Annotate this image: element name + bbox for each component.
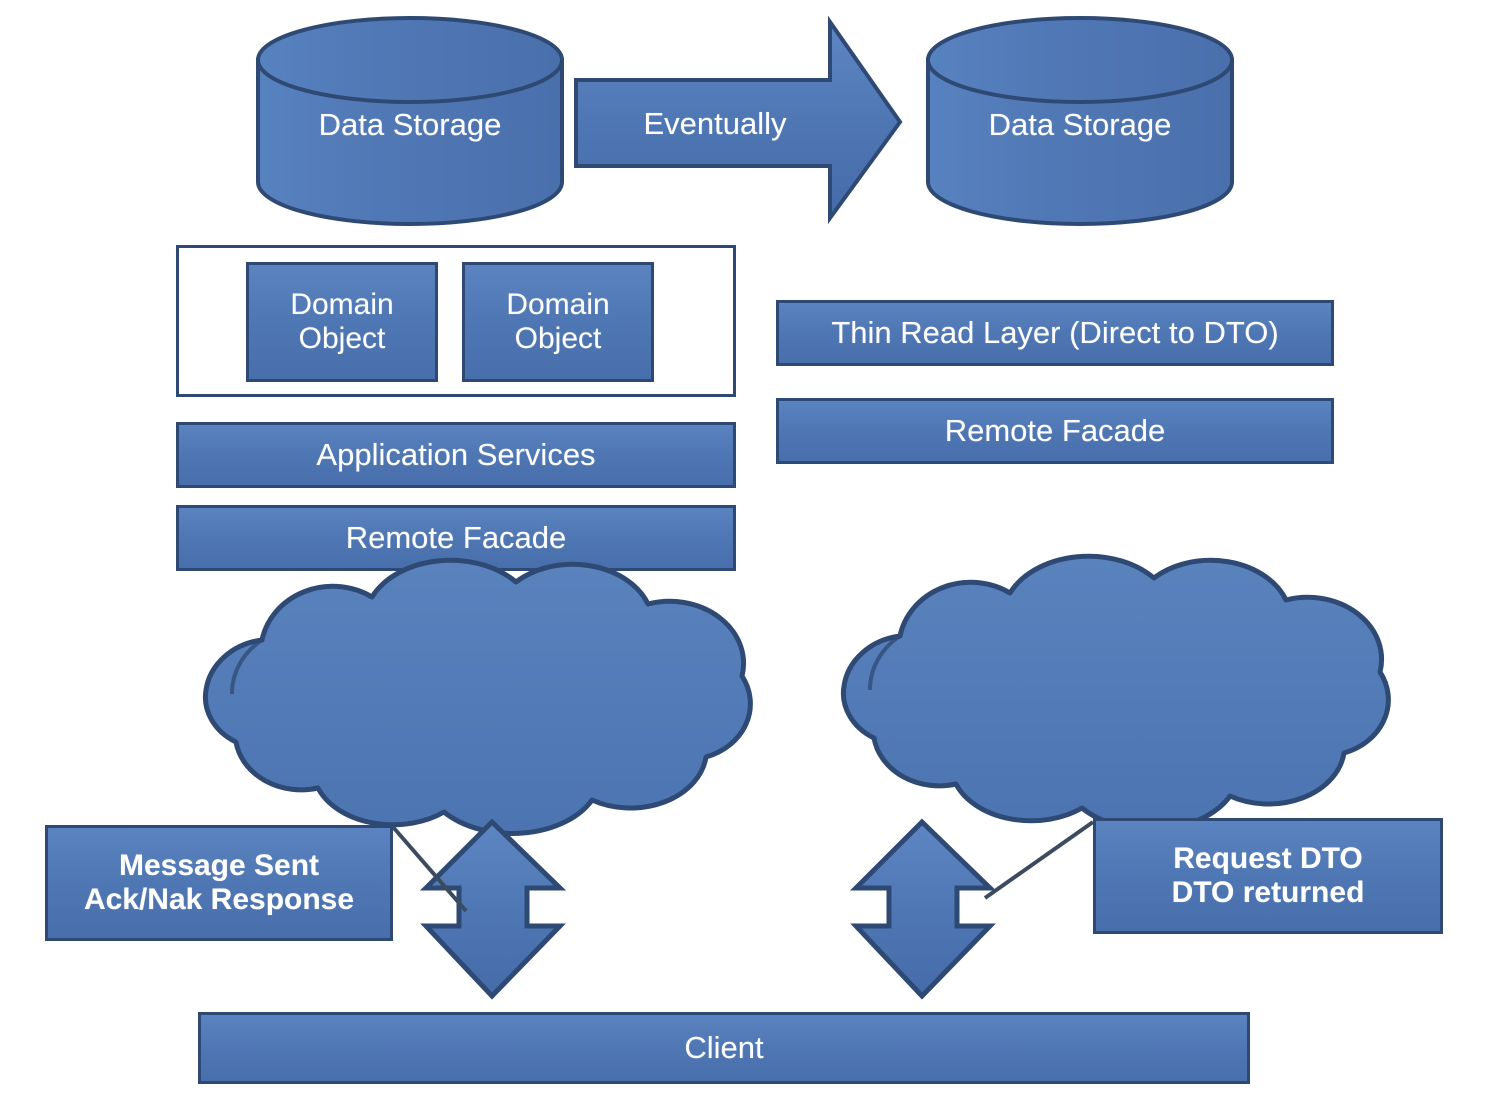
leader-line-left bbox=[391, 825, 468, 913]
right-arrow-icon bbox=[574, 15, 903, 225]
read-store-label: Data Storage bbox=[988, 107, 1172, 142]
read-callout-box[interactable]: Request DTO DTO returned bbox=[1093, 818, 1443, 934]
cloud-icon-right bbox=[840, 553, 1391, 832]
database-cylinder-icon-left bbox=[256, 16, 564, 226]
leader-line-right bbox=[983, 820, 1095, 900]
write-remote-facade-label: Remote Facade bbox=[345, 519, 567, 555]
write-store-label: Data Storage bbox=[318, 107, 502, 142]
thin-read-layer-bar[interactable]: Thin Read Layer (Direct to DTO) bbox=[776, 300, 1334, 366]
domain-object-label-1: Domain Object bbox=[290, 288, 394, 355]
client-bar[interactable]: Client bbox=[198, 1012, 1250, 1084]
write-callout-label: Message Sent Ack/Nak Response bbox=[83, 849, 355, 916]
cloud-icon-left bbox=[202, 557, 753, 836]
read-remote-facade-bar[interactable]: Remote Facade bbox=[776, 398, 1334, 464]
client-label: Client bbox=[684, 1029, 764, 1065]
write-remote-facade-bar[interactable]: Remote Facade bbox=[176, 505, 736, 571]
up-down-arrow-icon-right bbox=[849, 818, 997, 1000]
domain-object-label-2: Domain Object bbox=[506, 288, 610, 355]
sync-arrow-label: Eventually bbox=[643, 106, 787, 141]
application-services-bar[interactable]: Application Services bbox=[176, 422, 736, 488]
thin-read-layer-label: Thin Read Layer (Direct to DTO) bbox=[831, 314, 1279, 350]
read-callout-label: Request DTO DTO returned bbox=[1171, 842, 1365, 909]
domain-object-box-2[interactable]: Domain Object bbox=[462, 262, 654, 382]
up-down-arrow-icon-left bbox=[419, 818, 567, 1000]
database-cylinder-icon-right bbox=[926, 16, 1234, 226]
write-callout-box[interactable]: Message Sent Ack/Nak Response bbox=[45, 825, 393, 941]
read-remote-facade-label: Remote Facade bbox=[944, 412, 1166, 448]
domain-object-box-1[interactable]: Domain Object bbox=[246, 262, 438, 382]
application-services-label: Application Services bbox=[316, 436, 596, 472]
